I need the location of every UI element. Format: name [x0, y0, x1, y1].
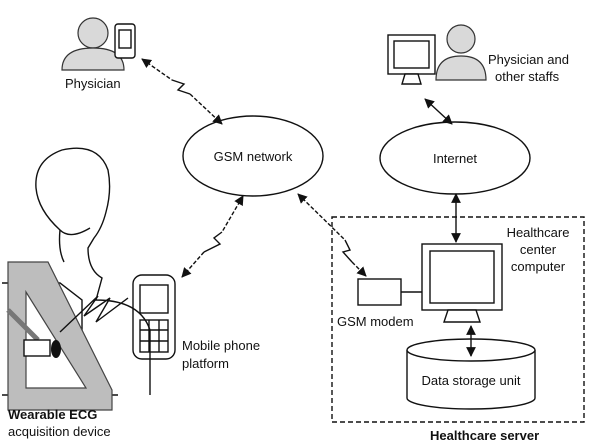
- wearable-ecg-device-icon: [6, 261, 113, 411]
- mobile-phone-label-1: Mobile phone: [182, 338, 260, 353]
- physician-staff-label-1: Physician and: [488, 52, 569, 67]
- physician-staff-label-2: other staffs: [495, 69, 560, 84]
- physician-icon: [61, 17, 136, 71]
- gsm-network-label: GSM network: [214, 149, 293, 164]
- healthcare-server-label: Healthcare server: [430, 428, 539, 443]
- wireless-link-mobile-gsm: [181, 195, 244, 278]
- physician-staff-icon: [387, 24, 487, 85]
- healthcare-server-box: [331, 216, 585, 423]
- healthcare-computer-label-1: Healthcare: [507, 225, 570, 240]
- internet-label: Internet: [433, 151, 477, 166]
- healthcare-computer-label-3: computer: [511, 259, 566, 274]
- gsm-modem-icon: [357, 278, 402, 306]
- data-storage-label: Data storage unit: [421, 373, 520, 388]
- physician-label: Physician: [65, 76, 121, 91]
- wireless-link-gsm-modem: [297, 193, 367, 277]
- wearable-label-1: Wearable ECG: [8, 407, 97, 422]
- gsm-modem-label: GSM modem: [337, 314, 414, 329]
- mobile-phone-label-2: platform: [182, 356, 229, 371]
- wireless-link-physician-gsm: [141, 58, 223, 125]
- gsm-network-node: [182, 115, 324, 197]
- healthcare-computer-label-2: center: [520, 242, 557, 257]
- healthcare-computer-icon: [421, 243, 503, 323]
- wireless-link-wearable-mobile: [59, 295, 129, 333]
- link-staff-internet: [424, 98, 453, 125]
- wearable-label-2: acquisition device: [8, 424, 111, 439]
- mobile-phone-icon: [132, 274, 176, 360]
